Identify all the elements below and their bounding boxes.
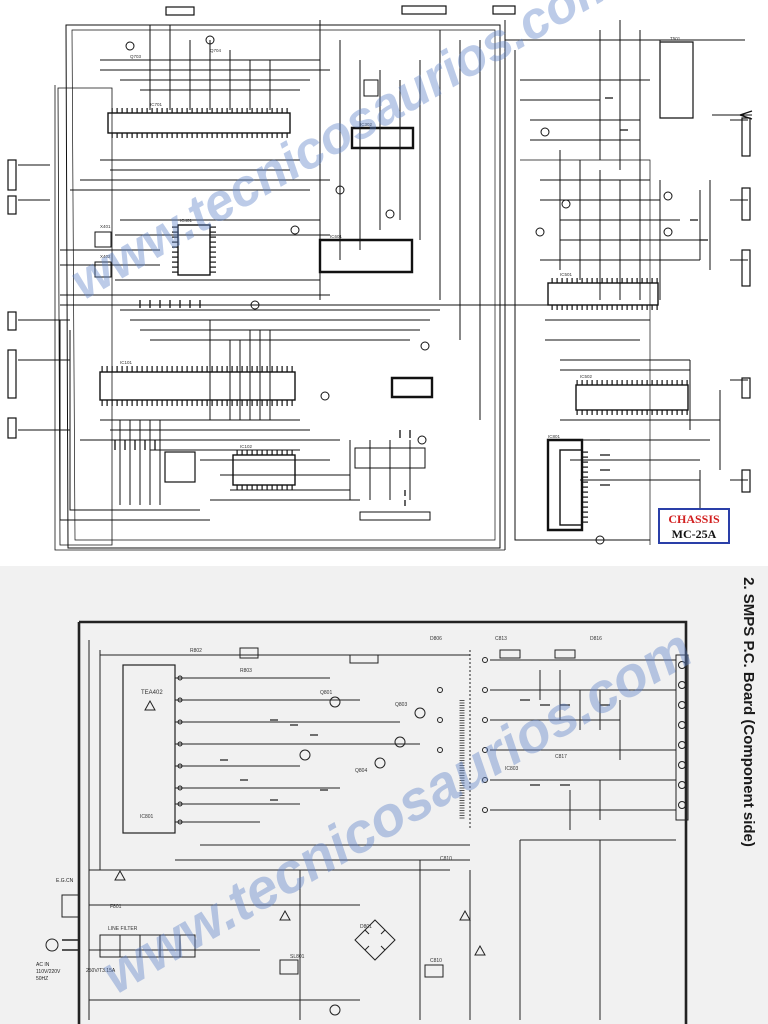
svg-text:D806: D806 xyxy=(430,636,442,642)
svg-text:LINE FILTER: LINE FILTER xyxy=(108,926,138,932)
svg-text:F801: F801 xyxy=(110,904,122,910)
ac-frequency-label: 50HZ xyxy=(36,976,49,982)
top-schematic xyxy=(7,5,753,551)
svg-text:Q801: Q801 xyxy=(320,690,332,696)
smps-board-title: 2. SMPS P.C. Board (Component side) xyxy=(740,577,757,847)
scan-background xyxy=(0,566,768,1024)
svg-text:C810: C810 xyxy=(430,958,442,964)
svg-text:IC501: IC501 xyxy=(560,272,573,277)
svg-text:IC601: IC601 xyxy=(330,234,343,239)
svg-text:Q703: Q703 xyxy=(130,54,142,59)
svg-text:IC101: IC101 xyxy=(120,360,133,365)
ac-voltage-label: 110V/220V xyxy=(36,969,61,975)
svg-text:C810: C810 xyxy=(440,856,452,862)
svg-text:C813: C813 xyxy=(495,636,507,642)
ic-label: TEA402 xyxy=(141,690,163,696)
chassis-label-line1: CHASSIS xyxy=(668,512,720,526)
svg-text:IC502: IC502 xyxy=(580,374,593,379)
svg-text:D816: D816 xyxy=(590,636,602,642)
svg-text:IC701: IC701 xyxy=(150,102,163,107)
svg-text:C817: C817 xyxy=(555,754,567,760)
svg-text:T501: T501 xyxy=(670,36,681,41)
svg-text:IC801: IC801 xyxy=(548,434,561,439)
svg-text:IC401: IC401 xyxy=(180,218,193,223)
bottom-schematic xyxy=(45,620,689,1024)
svg-text:D801: D801 xyxy=(360,924,372,930)
svg-text:IC801: IC801 xyxy=(140,814,154,820)
svg-text:Q704: Q704 xyxy=(210,48,222,53)
fuse-label: 250V/T3.15A xyxy=(86,968,116,974)
egcn-label: E.G.CN xyxy=(56,878,74,884)
svg-text:Q804: Q804 xyxy=(355,768,367,774)
svg-text:X401: X401 xyxy=(100,224,111,229)
svg-text:IC803: IC803 xyxy=(505,766,519,772)
svg-text:R803: R803 xyxy=(240,668,252,674)
svg-text:Q803: Q803 xyxy=(395,702,407,708)
svg-text:IC102: IC102 xyxy=(240,444,253,449)
svg-text:X402: X402 xyxy=(100,254,111,259)
ac-in-label: AC IN xyxy=(36,962,50,968)
svg-text:SL801: SL801 xyxy=(290,954,305,960)
chassis-label-box: CHASSIS MC-25A xyxy=(658,508,730,544)
svg-text:IC302: IC302 xyxy=(360,122,373,127)
chassis-label-line2: MC-25A xyxy=(671,527,717,541)
svg-text:R802: R802 xyxy=(190,648,202,654)
